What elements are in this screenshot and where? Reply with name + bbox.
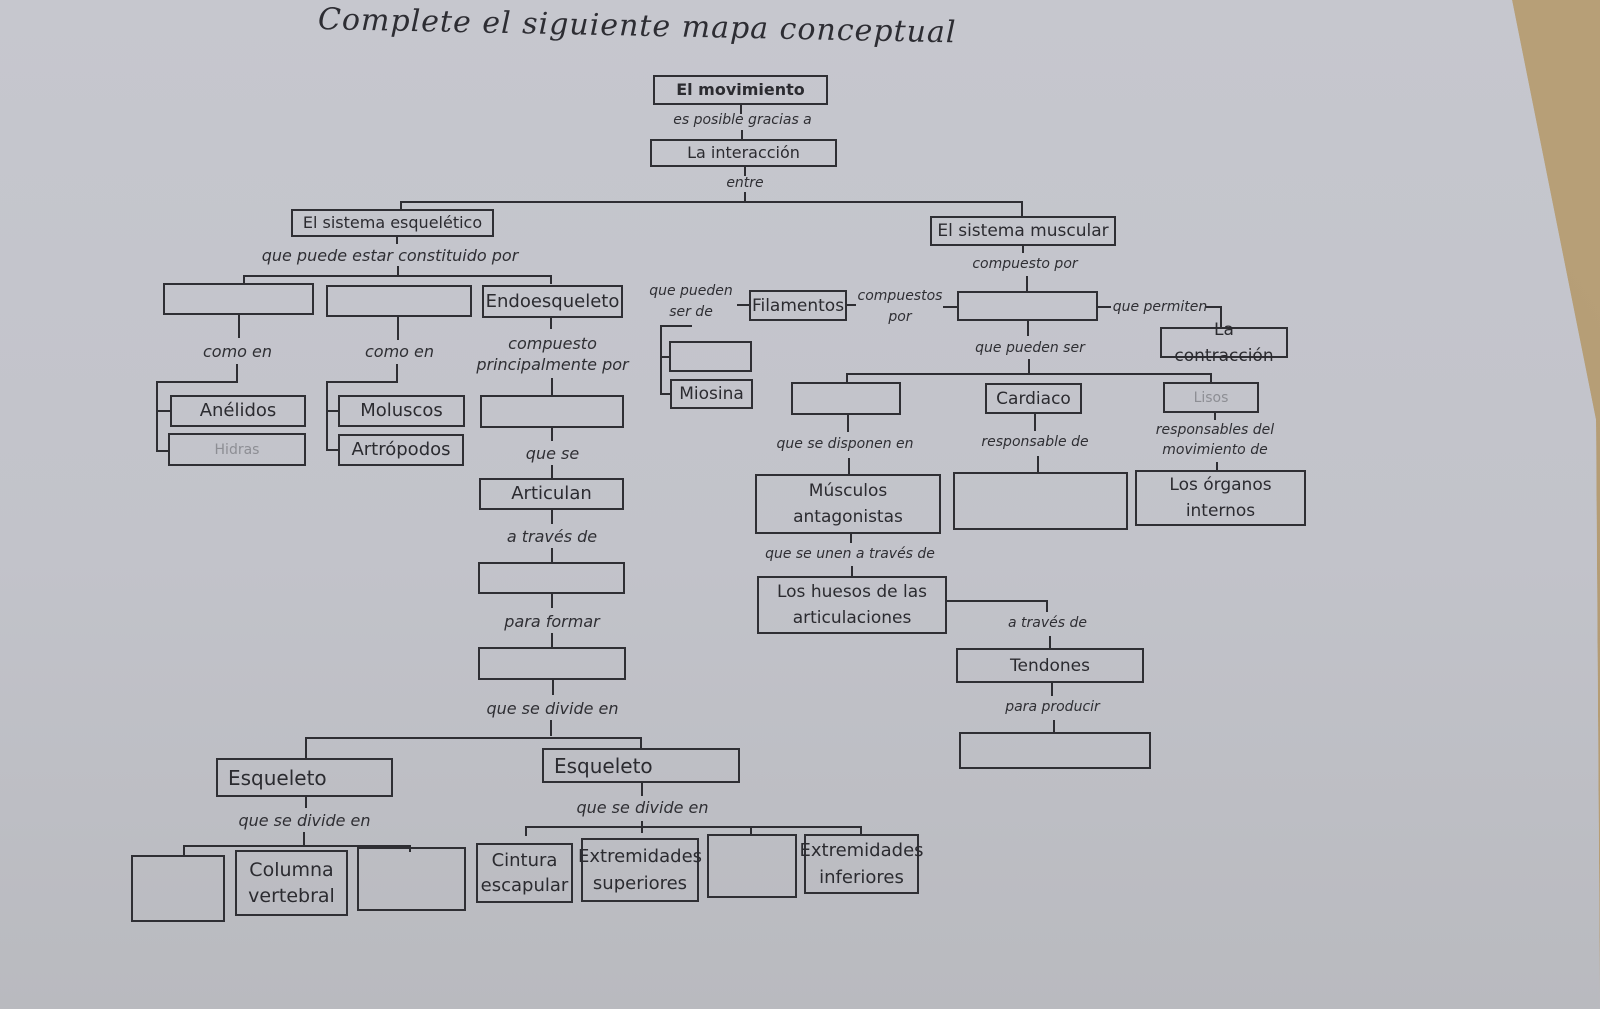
blank-axial-part-3[interactable] [357,847,466,911]
blank-endoskeleton-components[interactable] [480,395,624,428]
link-a-traves-de-tendones: a través de [1008,615,1087,631]
link-divide-apendicular: que se divide en [576,798,709,817]
blank-muscle-fibers[interactable] [957,291,1098,321]
node-columna-vertebral: Columna vertebral [235,850,348,916]
columna-line2: vertebral [248,885,335,907]
link-skeletal: que puede estar constituido por [261,246,519,265]
node-filamentos: Filamentos [749,290,847,321]
node-extremidades-inferiores: Extremidades inferiores [799,834,924,894]
node-musculos-antagonistas: Músculos antagonistas [755,474,941,534]
node-esqueleto-axial: Esqueleto [216,758,393,797]
columna-line1: Columna [249,859,334,881]
node-endoesqueleto: Endoesqueleto [482,285,623,318]
link-como-en-2: como en [364,342,435,361]
link-que-se-unen: que se unen a través de [765,546,935,562]
ext-sup-line1: Extremidades [577,846,703,867]
link-compuesto-por: compuesto por [972,256,1078,272]
node-lisos: Lisos [1163,382,1259,413]
huesos-line2: articulaciones [792,608,912,628]
organos-line2: internos [1185,501,1256,521]
node-skeletal-system: El sistema esquelético [291,209,494,237]
blank-axial-part-1[interactable] [131,855,225,922]
node-huesos-articulaciones: Los huesos de las articulaciones [757,576,947,634]
handwritten-instruction: Complete el siguiente mapa conceptual [317,2,957,51]
node-cardiaco: Cardiaco [985,383,1082,414]
blank-filament-type[interactable] [669,341,752,372]
link-compuestos-line1: compuestos [857,288,943,304]
blank-muscle-type-1[interactable] [791,382,901,415]
link-que-se-divide-en: que se divide en [486,699,619,718]
link-para-producir: para producir [1005,699,1100,715]
link-root: es posible gracias a [673,112,812,128]
link-pueden-ser-de-line1: que pueden [649,283,733,299]
node-esqueleto-apendicular: Esqueleto [542,748,740,783]
node-muscular-system: El sistema muscular [930,216,1116,246]
node-anelidos: Anélidos [170,395,306,427]
node-moluscos: Moluscos [338,395,465,427]
node-organos-internos: Los órganos internos [1135,470,1306,526]
node-interaction: La interacción [650,139,837,167]
node-hidras: Hidras [168,433,306,466]
link-responsable-de: responsable de [981,434,1089,450]
link-divide-axial: que se divide en [238,811,371,830]
blank-appendicular-part-3[interactable] [707,834,797,898]
link-pueden-ser-de-line2: ser de [669,304,713,320]
link-compuesto-line1: compuesto [508,334,597,353]
node-tendones: Tendones [956,648,1144,683]
link-como-en-1: como en [202,342,273,361]
link-que-se-disponen-en: que se disponen en [776,436,914,452]
link-que-se: que se [525,444,580,463]
antagonistas-line2: antagonistas [793,507,903,527]
node-cintura-escapular: Cintura escapular [476,843,573,903]
node-articulan: Articulan [479,478,624,510]
ext-inf-line1: Extremidades [799,840,924,861]
ext-sup-line2: superiores [592,873,688,894]
huesos-line1: Los huesos de las [776,582,927,602]
node-contraccion: La contracción [1160,320,1288,366]
link-compuestos-line2: por [888,309,912,325]
cintura-line2: escapular [480,875,569,896]
ext-inf-line2: inferiores [819,867,904,888]
blank-skeleton-type-1[interactable] [163,283,314,315]
link-que-pueden-ser: que pueden ser [975,340,1085,356]
blank-cardiac-function[interactable] [953,472,1128,530]
link-a-traves-de-joints: a través de [506,527,598,546]
blank-joints[interactable] [478,562,625,594]
antagonistas-line1: Músculos [808,481,888,501]
cintura-line1: Cintura [491,850,558,871]
link-compuesto-line2: principalmente por [476,355,629,374]
link-que-permiten: que permiten [1112,299,1208,315]
blank-movement-result[interactable] [959,732,1151,769]
node-miosina: Miosina [670,379,753,409]
node-extremidades-superiores: Extremidades superiores [577,838,703,902]
link-responsables-line2: movimiento de [1162,442,1268,458]
organos-line1: Los órganos [1169,475,1272,495]
node-artropodos: Artrópodos [338,434,464,466]
link-interaction: entre [726,175,764,191]
blank-skeleton[interactable] [478,647,626,680]
link-responsables-line1: responsables del [1155,422,1275,438]
link-para-formar: para formar [504,612,600,631]
node-root: El movimiento [653,75,828,105]
blank-skeleton-type-2[interactable] [326,285,472,317]
